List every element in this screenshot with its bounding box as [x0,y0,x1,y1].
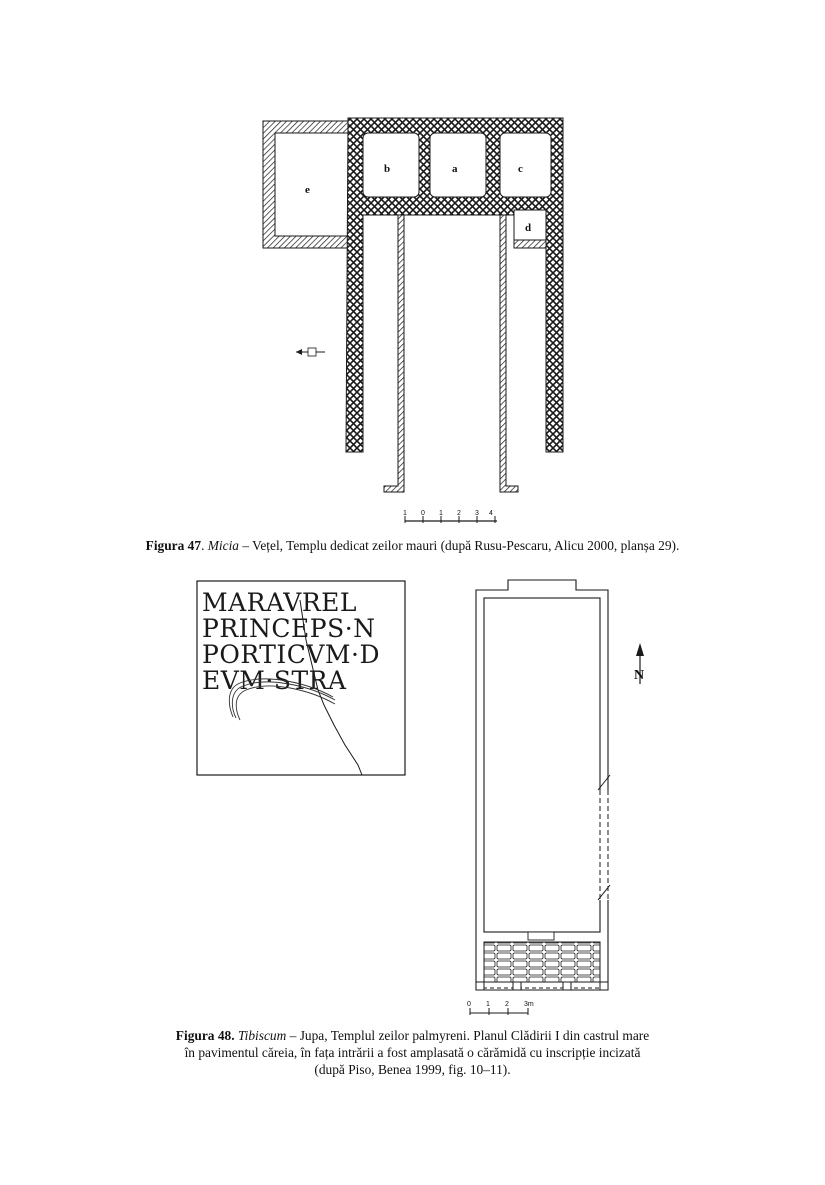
room-e-walls [262,120,357,249]
room-d-walls [513,209,547,249]
scale-num: 4 [489,510,493,517]
scale-bar-48: 0 1 2 3m [467,1001,534,1015]
scale-num: 1 [439,510,443,517]
north-label: N [634,668,644,683]
caption-site: Micia [207,538,239,553]
caption-line-3: (după Piso, Benea 1999, fig. 10–11). [314,1062,511,1077]
scale-num: 0 [421,510,425,517]
temple-main-walls [345,117,564,453]
caption-line-2: în pavimentul căreia, în fața intrării a… [184,1045,641,1060]
scale-num: 3 [475,510,479,517]
figure-48-drawings: MARAVREL PRINCEPS·N PORTICVM·D EVM·STRA [196,579,644,1015]
figure-47-caption: Figura 47. Micia – Vețel, Templu dedicat… [145,538,680,553]
scale-num: 0 [467,1001,471,1008]
caption-line-1: Figura 48. Tibiscum – Jupa, Templul zeil… [0,1027,825,1044]
room-label-c: c [518,163,523,175]
figure-47-plan: e b a c d 1 0 1 2 3 4 [262,117,564,523]
north-arrow-icon [296,347,325,357]
scale-num: 3m [524,1001,534,1008]
inscription-line-4: EVM·STRA [202,666,347,695]
scale-bar-47: 1 0 1 2 3 4 [403,510,497,523]
scale-num: 1 [403,510,407,517]
caption-site: Tibiscum [237,1028,287,1043]
building-plan [475,579,611,991]
inscribed-brick: MARAVREL PRINCEPS·N PORTICVM·D EVM·STRA [196,580,406,776]
caption-text: – Jupa, Templul zeilor palmyreni. Planul… [286,1028,650,1043]
scale-num: 2 [457,510,461,517]
room-label-b: b [384,163,390,175]
room-label-d: d [525,222,531,234]
inscription-line-1: MARAVREL [202,588,357,617]
room-label-a: a [452,163,458,175]
caption-label: Figura 47 [145,538,202,553]
north-arrow-icon: N [634,643,644,684]
room-label-e: e [305,184,310,196]
scale-num: 2 [505,1001,509,1008]
inner-walls [383,214,519,493]
inscription-line-2: PRINCEPS·N [202,614,376,643]
caption-label: Figura 48. [175,1028,235,1043]
figure-48-caption: Figura 48. Tibiscum – Jupa, Templul zeil… [0,1027,825,1078]
inscription-line-3: PORTICVM·D [202,640,380,669]
caption-text: – Vețel, Templu dedicat zeilor mauri (du… [239,538,680,553]
scale-num: 1 [486,1001,490,1008]
